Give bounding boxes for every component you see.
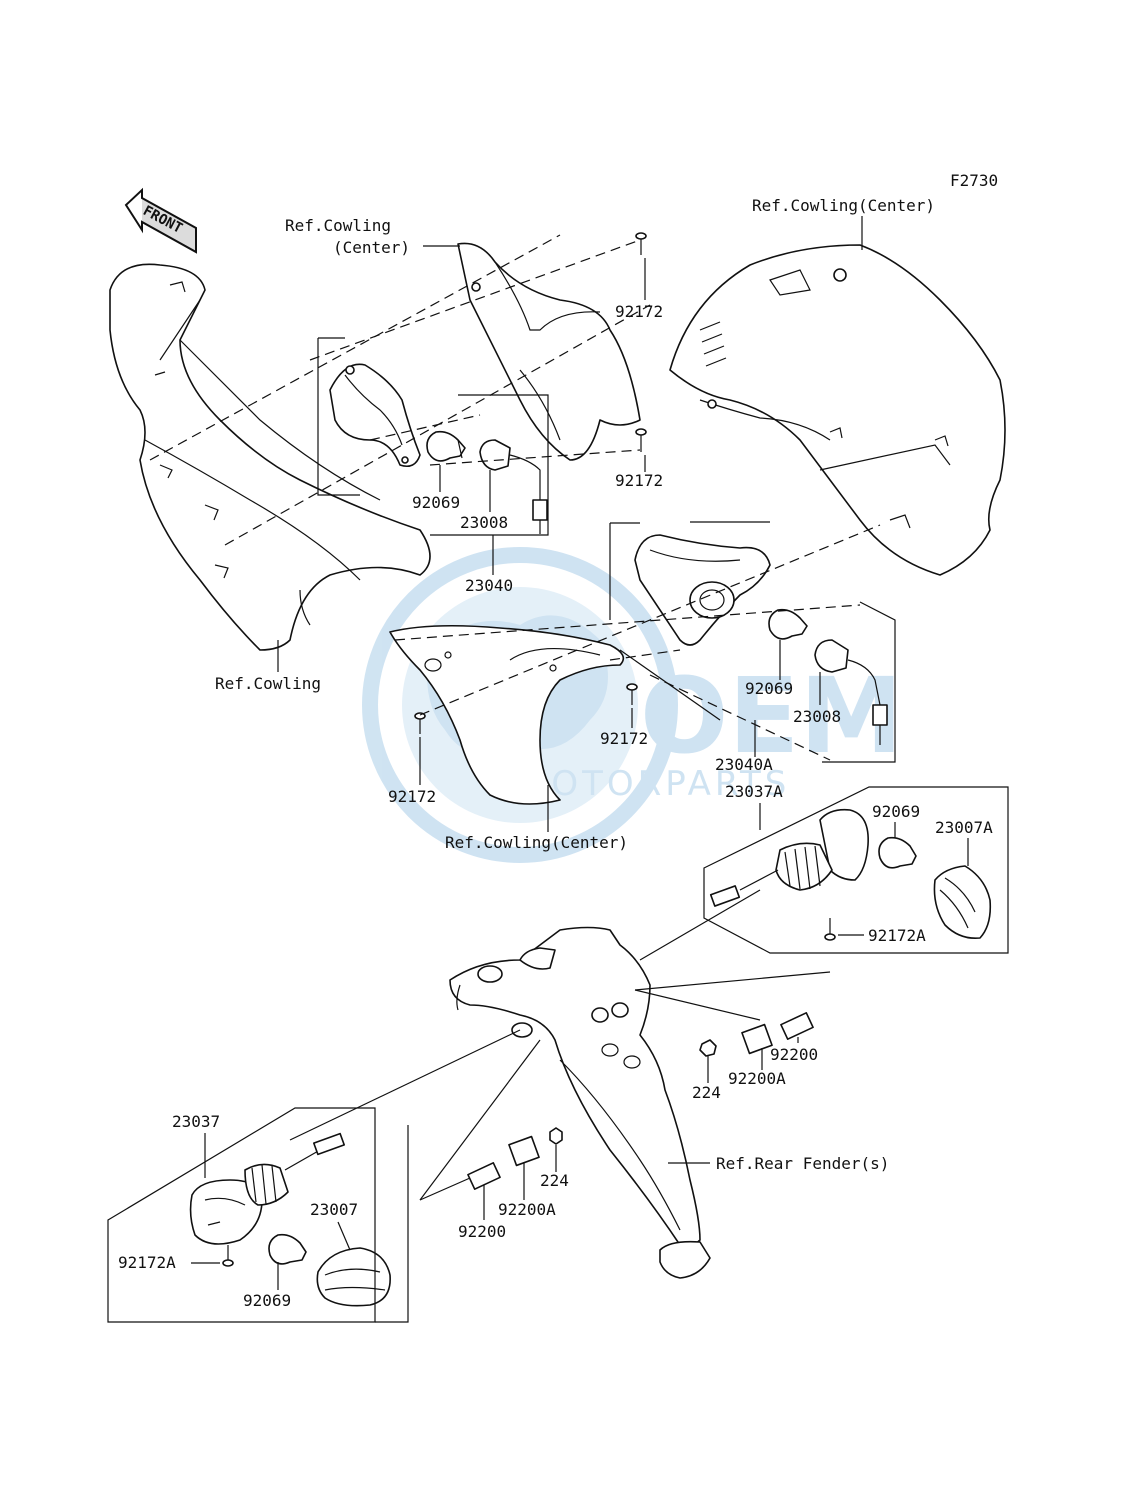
bulb-92069-right bbox=[768, 608, 808, 640]
label-23008-left: 23008 bbox=[460, 513, 508, 532]
center-cowling-upper-piece bbox=[457, 242, 641, 461]
plate-92200A-left bbox=[508, 1135, 540, 1167]
rear-fender bbox=[449, 926, 711, 1279]
label-ref-cowling-center-left-2: (Center) bbox=[333, 238, 410, 257]
label-ref-cowling: Ref.Cowling bbox=[215, 674, 321, 693]
front-direction-arrow: FRONT bbox=[124, 187, 197, 254]
label-92200-right: 92200 bbox=[770, 1045, 818, 1064]
label-ref-rear-fender: Ref.Rear Fender(s) bbox=[716, 1154, 889, 1173]
part-labels: Ref.Cowling (Center) Ref.Cowling(Center)… bbox=[118, 196, 993, 1310]
label-23007A: 23007A bbox=[935, 818, 993, 837]
figure-code: F2730 bbox=[950, 171, 998, 190]
leader-lines bbox=[191, 216, 969, 1290]
label-23040: 23040 bbox=[465, 576, 513, 595]
center-cowling-lower-panel bbox=[389, 624, 625, 805]
watermark-sub: MOTORPARTS bbox=[518, 764, 790, 804]
label-92069-left: 92069 bbox=[412, 493, 460, 512]
left-side-cowling bbox=[109, 263, 431, 651]
label-92172A-left: 92172A bbox=[118, 1253, 176, 1272]
bulb-92069-rear-right bbox=[878, 836, 917, 869]
lens-23007A bbox=[933, 865, 992, 940]
label-224-right: 224 bbox=[692, 1083, 721, 1102]
label-ref-cowling-center-right: Ref.Cowling(Center) bbox=[752, 196, 935, 215]
plate-92200-left bbox=[467, 1162, 501, 1190]
socket-23008-right bbox=[814, 639, 888, 745]
bulb-92069-left bbox=[426, 430, 466, 462]
label-92172A-right: 92172A bbox=[868, 926, 926, 945]
screw-92172-mid bbox=[635, 428, 647, 452]
label-92172-top: 92172 bbox=[615, 302, 663, 321]
label-23007: 23007 bbox=[310, 1200, 358, 1219]
label-92200A-right: 92200A bbox=[728, 1069, 786, 1088]
label-92069-rear-right: 92069 bbox=[872, 802, 920, 821]
assembly-guide-lines bbox=[107, 234, 1009, 1323]
left-turn-signal-assembly bbox=[329, 363, 421, 468]
label-23008-right: 23008 bbox=[793, 707, 841, 726]
rear-turn-signal-23037 bbox=[189, 1132, 346, 1245]
label-23037: 23037 bbox=[172, 1112, 220, 1131]
screw-92172-center bbox=[626, 683, 638, 705]
label-92200A-left: 92200A bbox=[498, 1200, 556, 1219]
label-92069-rear-left: 92069 bbox=[243, 1291, 291, 1310]
label-92200-left: 92200 bbox=[458, 1222, 506, 1241]
screw-92172A-right bbox=[824, 918, 836, 941]
bulb-92069-rear-left bbox=[268, 1233, 307, 1265]
lens-23007 bbox=[316, 1247, 391, 1307]
label-92069-right: 92069 bbox=[745, 679, 793, 698]
rear-turn-signal-23037A bbox=[709, 808, 869, 907]
plate-92200A-right bbox=[741, 1023, 773, 1055]
screw-92172-top bbox=[635, 232, 647, 255]
label-92172-center: 92172 bbox=[600, 729, 648, 748]
nut-224-right bbox=[699, 1039, 717, 1057]
nut-224-left bbox=[549, 1127, 563, 1145]
label-ref-cowling-center-lower: Ref.Cowling(Center) bbox=[445, 833, 628, 852]
label-92172-left: 92172 bbox=[388, 787, 436, 806]
label-ref-cowling-center-left-1: Ref.Cowling bbox=[285, 216, 391, 235]
screw-92172A-left bbox=[222, 1245, 234, 1267]
label-23037A: 23037A bbox=[725, 782, 783, 801]
right-cowling-center bbox=[669, 244, 1006, 576]
label-224-left: 224 bbox=[540, 1171, 569, 1190]
watermark-main: OEM bbox=[640, 655, 903, 777]
plate-92200-right bbox=[780, 1012, 814, 1040]
label-92172-mid: 92172 bbox=[615, 471, 663, 490]
right-turn-signal-assembly bbox=[634, 534, 771, 646]
label-23040A: 23040A bbox=[715, 755, 773, 774]
